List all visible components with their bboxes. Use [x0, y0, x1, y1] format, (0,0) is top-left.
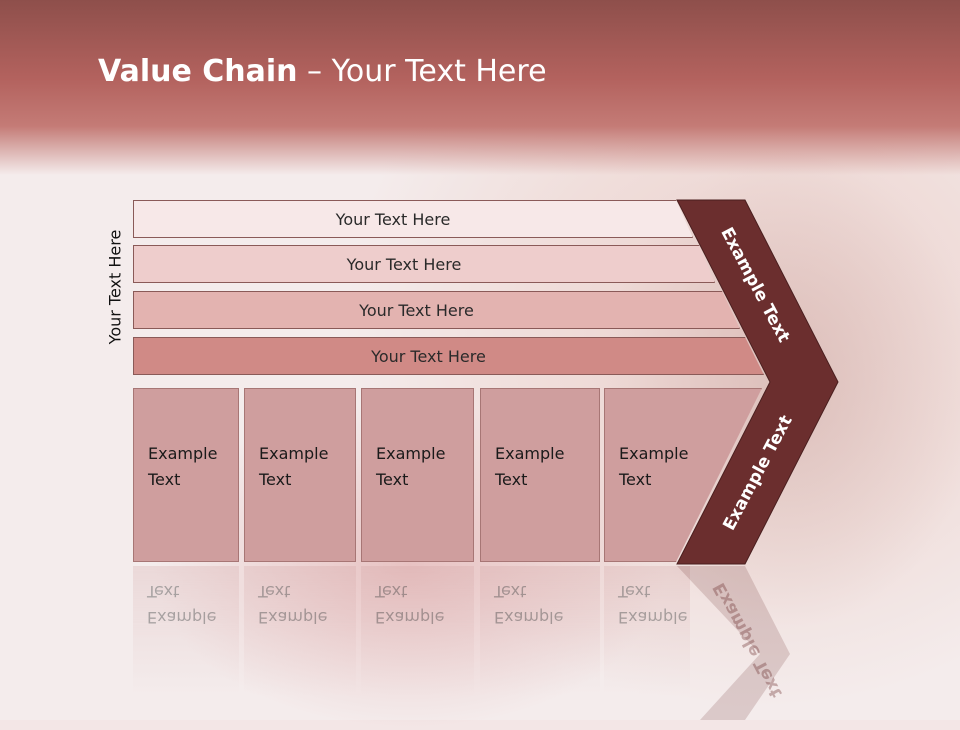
column-box-3[interactable]: Example Text: [361, 388, 474, 562]
column-box-1[interactable]: Example Text: [133, 388, 239, 562]
side-label: Your Text Here: [105, 229, 125, 345]
column-box-5-line2: Text: [619, 470, 652, 489]
column-box-4-line2: Text: [495, 470, 528, 489]
band-4-label: Your Text Here: [371, 346, 486, 366]
band-3[interactable]: Your Text Here: [133, 291, 740, 329]
band-3-label: Your Text Here: [359, 300, 474, 320]
band-2[interactable]: Your Text Here: [133, 245, 715, 283]
band-1-label: Your Text Here: [335, 209, 451, 229]
band-1[interactable]: Your Text Here: [133, 200, 693, 238]
column-box-3-line2: Text: [376, 470, 409, 489]
column-box-2-line2: Text: [259, 470, 292, 489]
band-4[interactable]: Your Text Here: [133, 337, 764, 375]
column-box-2-line1: Example: [259, 444, 329, 463]
column-box-4[interactable]: Example Text: [480, 388, 600, 562]
column-box-4-line1: Example: [495, 444, 565, 463]
band-2-label: Your Text Here: [346, 254, 462, 274]
column-box-3-line1: Example: [376, 444, 446, 463]
column-box-1-line2: Text: [148, 470, 181, 489]
slide-title: Value Chain – Your Text Here: [98, 54, 547, 89]
title-band: [0, 0, 960, 175]
column-box-5-line1: Example: [619, 444, 689, 463]
column-box-1-line1: Example: [148, 444, 218, 463]
column-box-2[interactable]: Example Text: [244, 388, 356, 562]
